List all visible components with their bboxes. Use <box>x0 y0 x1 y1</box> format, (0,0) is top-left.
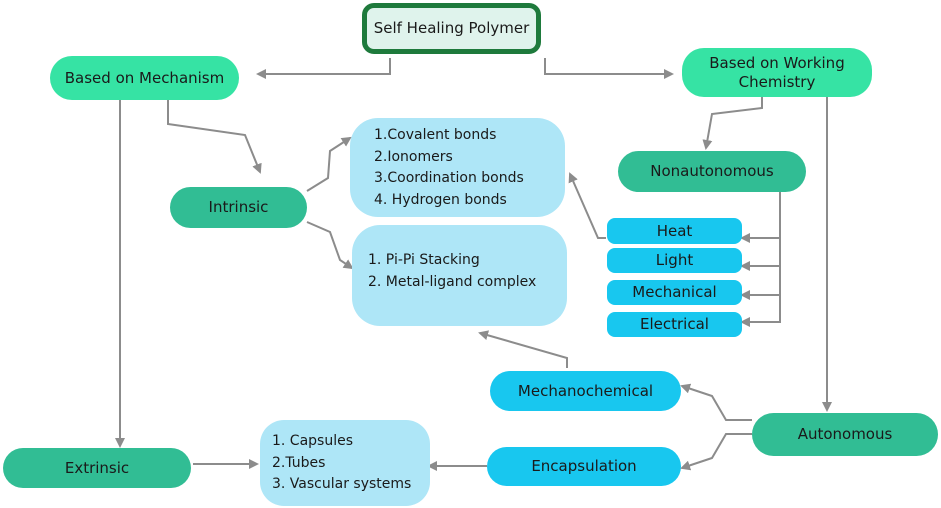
bonds-list-item: 2.Ionomers <box>374 148 453 165</box>
encapsulation-label: Encapsulation <box>531 457 637 475</box>
nonautonomous-label: Nonautonomous <box>650 162 774 180</box>
containers-list-item: 1. Capsules <box>272 433 354 449</box>
arrow-nonauto-to-heat <box>740 192 781 243</box>
encapsulation-node: Encapsulation <box>487 447 681 486</box>
stimulus-electrical: Electrical <box>607 312 742 337</box>
intrinsic-label: Intrinsic <box>208 198 269 216</box>
root-node: Self Healing Polymer <box>362 3 541 54</box>
arrow-heat-to-bonds <box>568 172 606 239</box>
arrow-intrinsic-to-bonds <box>306 136 352 192</box>
containers-list-box: 1. Capsules 2.Tubes 3. Vascular systems <box>260 420 430 506</box>
nonautonomous-node: Nonautonomous <box>618 151 806 192</box>
arrow-root-to-chemistry <box>544 58 674 79</box>
stimulus-heat: Heat <box>607 218 742 244</box>
arrow-root-to-mechanism <box>256 58 391 79</box>
autonomous-label: Autonomous <box>797 425 893 443</box>
containers-list-item: 3. Vascular systems <box>272 476 412 492</box>
stimulus-mechanical: Mechanical <box>607 280 742 305</box>
interactions-list-item: 2. Metal-ligand complex <box>368 273 537 290</box>
arrow-autonomous-to-mechanochemical <box>680 383 752 421</box>
chemistry-node: Based on Working Chemistry <box>682 48 872 97</box>
bonds-list-item: 4. Hydrogen bonds <box>374 191 507 208</box>
arrow-intrinsic-to-interactions <box>306 221 354 270</box>
mechanism-node: Based on Mechanism <box>50 56 239 100</box>
arrow-nonauto-to-electrical <box>740 295 781 327</box>
arrow-mechanochemical-to-interactions <box>478 330 568 368</box>
mechanochemical-node: Mechanochemical <box>490 371 681 411</box>
arrow-mechanism-to-intrinsic <box>167 100 262 174</box>
mechanochemical-label: Mechanochemical <box>517 381 654 400</box>
autonomous-node: Autonomous <box>752 413 938 456</box>
root-label: Self Healing Polymer <box>373 19 530 37</box>
stimulus-label: Light <box>655 251 694 269</box>
extrinsic-node: Extrinsic <box>3 448 191 488</box>
mechanism-label: Based on Mechanism <box>64 68 225 87</box>
arrow-nonauto-to-light <box>740 238 781 271</box>
arrow-chemistry-to-nonautonomous <box>702 97 763 150</box>
stimulus-light: Light <box>607 248 742 273</box>
interactions-list-box: 1. Pi-Pi Stacking 2. Metal-ligand comple… <box>352 225 567 326</box>
stimulus-label: Electrical <box>640 315 709 333</box>
arrow-autonomous-to-encapsulation <box>680 433 752 471</box>
extrinsic-label: Extrinsic <box>64 458 130 477</box>
bonds-list-item: 3.Coordination bonds <box>374 170 524 186</box>
bonds-list-box: 1.Covalent bonds 2.Ionomers 3.Coordinati… <box>350 118 565 217</box>
stimulus-label: Heat <box>656 221 693 240</box>
bonds-list-item: 1.Covalent bonds <box>374 127 497 143</box>
arrow-nonauto-to-mechanical <box>740 266 781 300</box>
containers-list-item: 2.Tubes <box>272 454 326 471</box>
chemistry-label: Based on Working Chemistry <box>709 53 845 91</box>
stimulus-label: Mechanical <box>632 283 717 301</box>
interactions-list-item: 1. Pi-Pi Stacking <box>368 252 480 268</box>
intrinsic-node: Intrinsic <box>170 187 307 228</box>
